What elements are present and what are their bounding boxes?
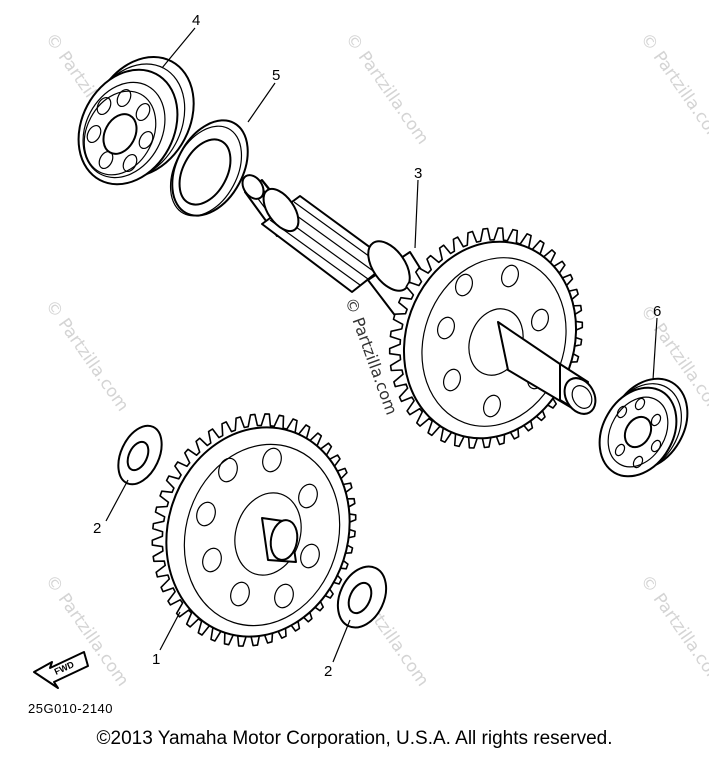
fwd-arrow-icon: FWD (33, 651, 89, 689)
watermark: © Partzilla.com (41, 296, 133, 415)
callout-2-lower: 2 (324, 663, 332, 680)
callout-1: 1 (152, 651, 160, 668)
watermark: © Partzilla.com (636, 29, 709, 148)
callout-3: 3 (414, 165, 422, 182)
shaft-gear-part-3 (241, 174, 597, 449)
gear-part-1 (151, 413, 357, 647)
callout-4: 4 (192, 12, 200, 29)
part-number: 25G010-2140 (28, 701, 113, 716)
bearing-part-4 (77, 55, 195, 186)
copyright-notice: ©2013 Yamaha Motor Corporation, U.S.A. A… (96, 728, 613, 749)
washer-part-2-lower (336, 565, 388, 629)
watermark: © Partzilla.com (636, 571, 709, 690)
leader-lines (105, 27, 658, 663)
washer-part-2-upper (117, 424, 163, 486)
watermark: © Partzilla.com (341, 29, 433, 148)
oil-seal-part-5 (169, 119, 249, 217)
callout-5: 5 (272, 67, 280, 84)
callout-6: 6 (653, 303, 661, 320)
bearing-part-6 (598, 377, 689, 478)
callout-2-upper: 2 (93, 520, 101, 537)
